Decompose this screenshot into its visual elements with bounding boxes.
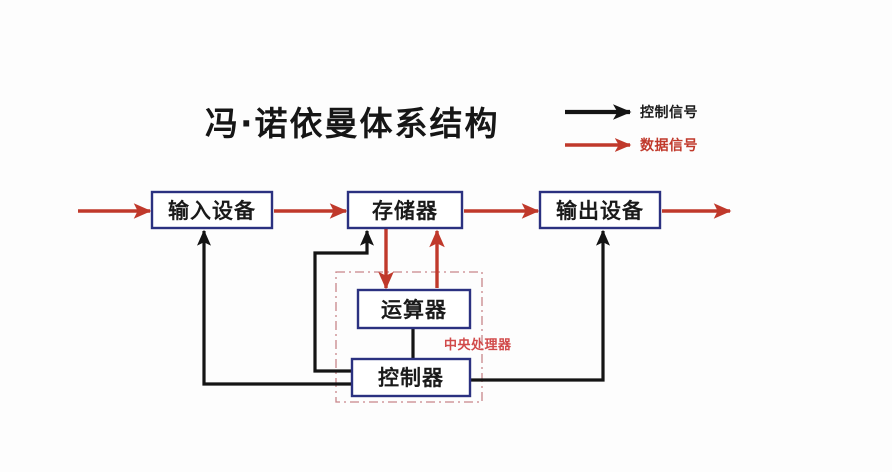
input-device-box[interactable] bbox=[150, 190, 274, 230]
cpu-group-boundary bbox=[335, 271, 483, 403]
legend-label-data: 数据信号 bbox=[640, 137, 698, 154]
controller-label: 控制器 bbox=[378, 366, 444, 390]
node-alu[interactable]: 运算器 bbox=[356, 288, 472, 330]
alu-label: 运算器 bbox=[381, 298, 447, 322]
controller-box[interactable] bbox=[350, 357, 472, 398]
alu-box[interactable] bbox=[356, 288, 472, 330]
node-output-device[interactable]: 输出设备 bbox=[538, 190, 662, 230]
legend-item-data: 数据信号 bbox=[565, 137, 698, 154]
page-title: 冯·诺依曼体系结构 bbox=[205, 104, 500, 143]
output-device-label: 输出设备 bbox=[556, 199, 644, 223]
memory-label: 存储器 bbox=[372, 199, 438, 223]
control-signal-edges bbox=[196, 229, 611, 386]
cpu-group-label: 中央处理器 bbox=[444, 337, 512, 353]
node-memory[interactable]: 存储器 bbox=[346, 190, 464, 230]
output-device-box[interactable] bbox=[538, 190, 662, 230]
edge-controller-to-output bbox=[471, 229, 611, 382]
node-controller[interactable]: 控制器 bbox=[350, 357, 472, 398]
input-device-label: 输入设备 bbox=[168, 199, 256, 223]
edge-controller-to-memory bbox=[313, 229, 375, 373]
memory-box[interactable] bbox=[346, 190, 464, 230]
data-signal-edges bbox=[78, 203, 732, 290]
legend-item-control: 控制信号 bbox=[565, 104, 698, 121]
edge-controller-to-input bbox=[196, 229, 351, 386]
legend: 控制信号 数据信号 bbox=[565, 104, 698, 154]
node-input-device[interactable]: 输入设备 bbox=[150, 190, 274, 230]
legend-label-control: 控制信号 bbox=[640, 104, 698, 121]
